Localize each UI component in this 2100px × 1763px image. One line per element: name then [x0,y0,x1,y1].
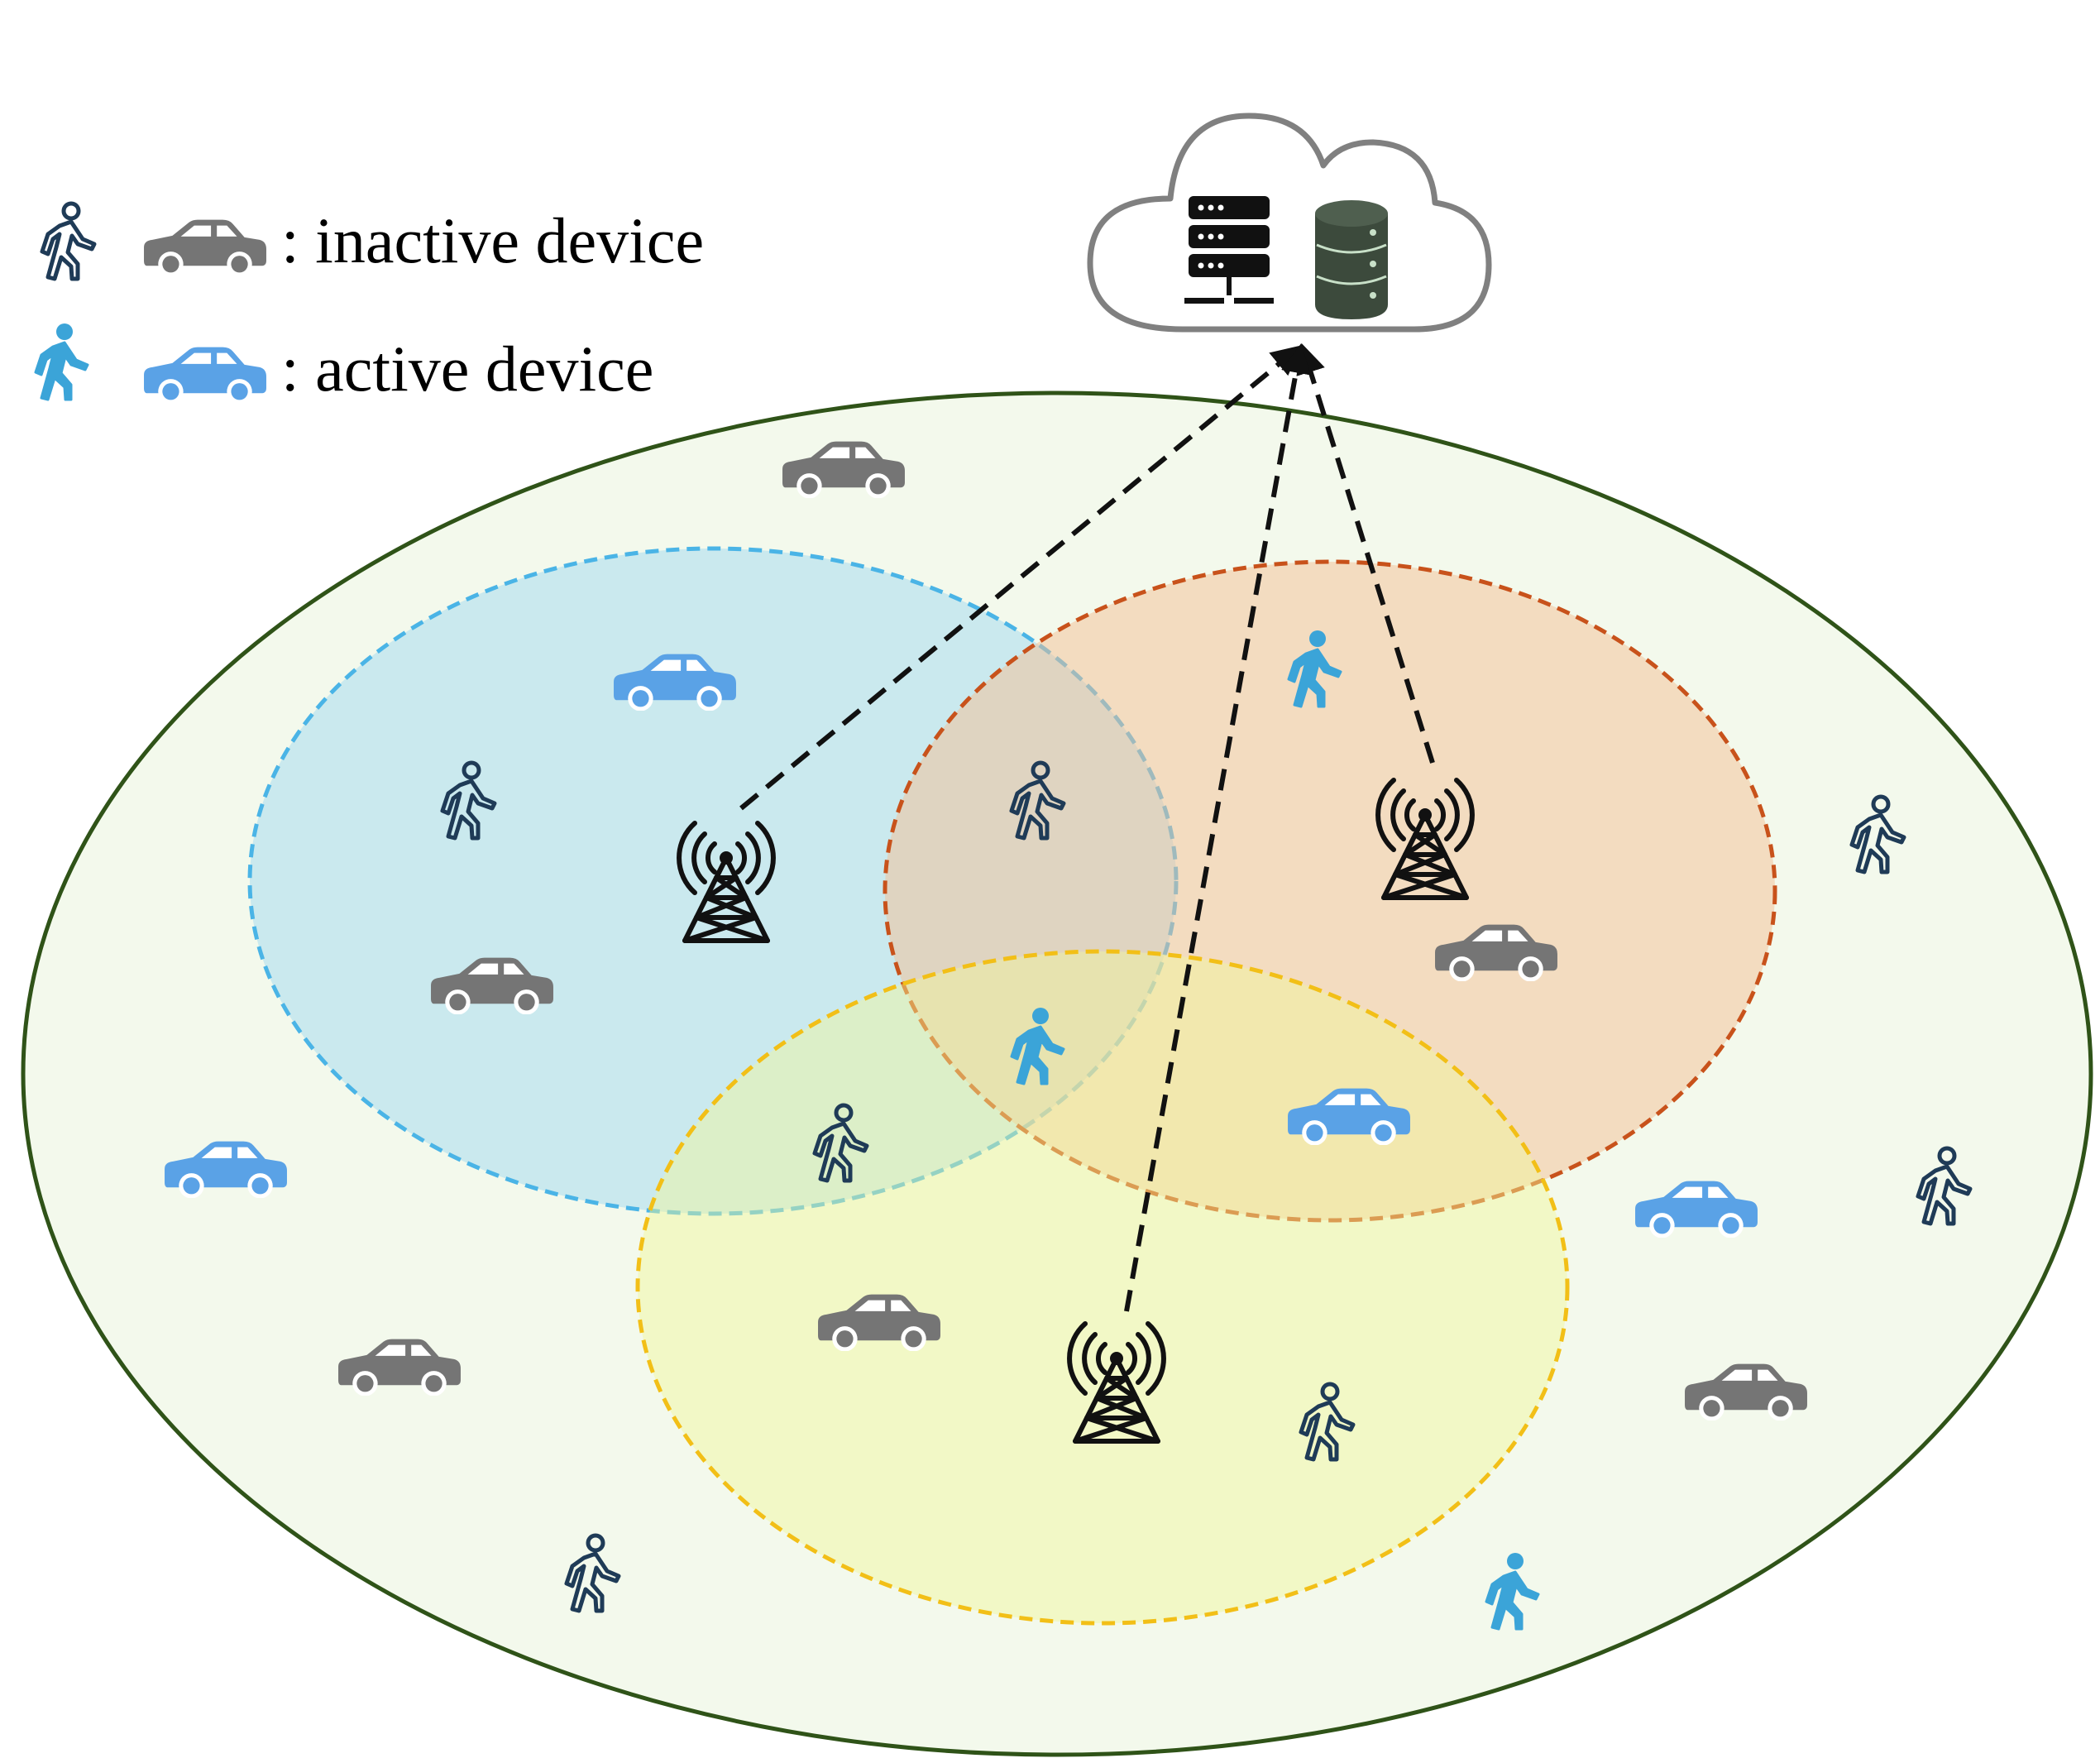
cell-region-yellow [635,949,1570,1626]
link-tower-right-to-cloud [1296,343,1435,764]
cloud-icon [1087,113,1492,333]
legend-inactive-label: : inactive device [281,204,705,276]
legend-active-pedestrian-icon [34,322,89,401]
legend-active-car-icon [144,347,266,404]
database-icon [1315,200,1388,319]
legend-active-label: : active device [281,333,654,405]
link-tower-bottom-to-cloud [1124,343,1311,1312]
backhaul-links [739,343,1435,1312]
legend-inactive-car-icon [144,219,266,276]
link-tower-left-to-cloud [739,345,1302,811]
cell-region-orange [883,559,1777,1223]
server-rack-icon [1184,196,1274,305]
legend-inactive-pedestrian-icon [42,204,94,279]
